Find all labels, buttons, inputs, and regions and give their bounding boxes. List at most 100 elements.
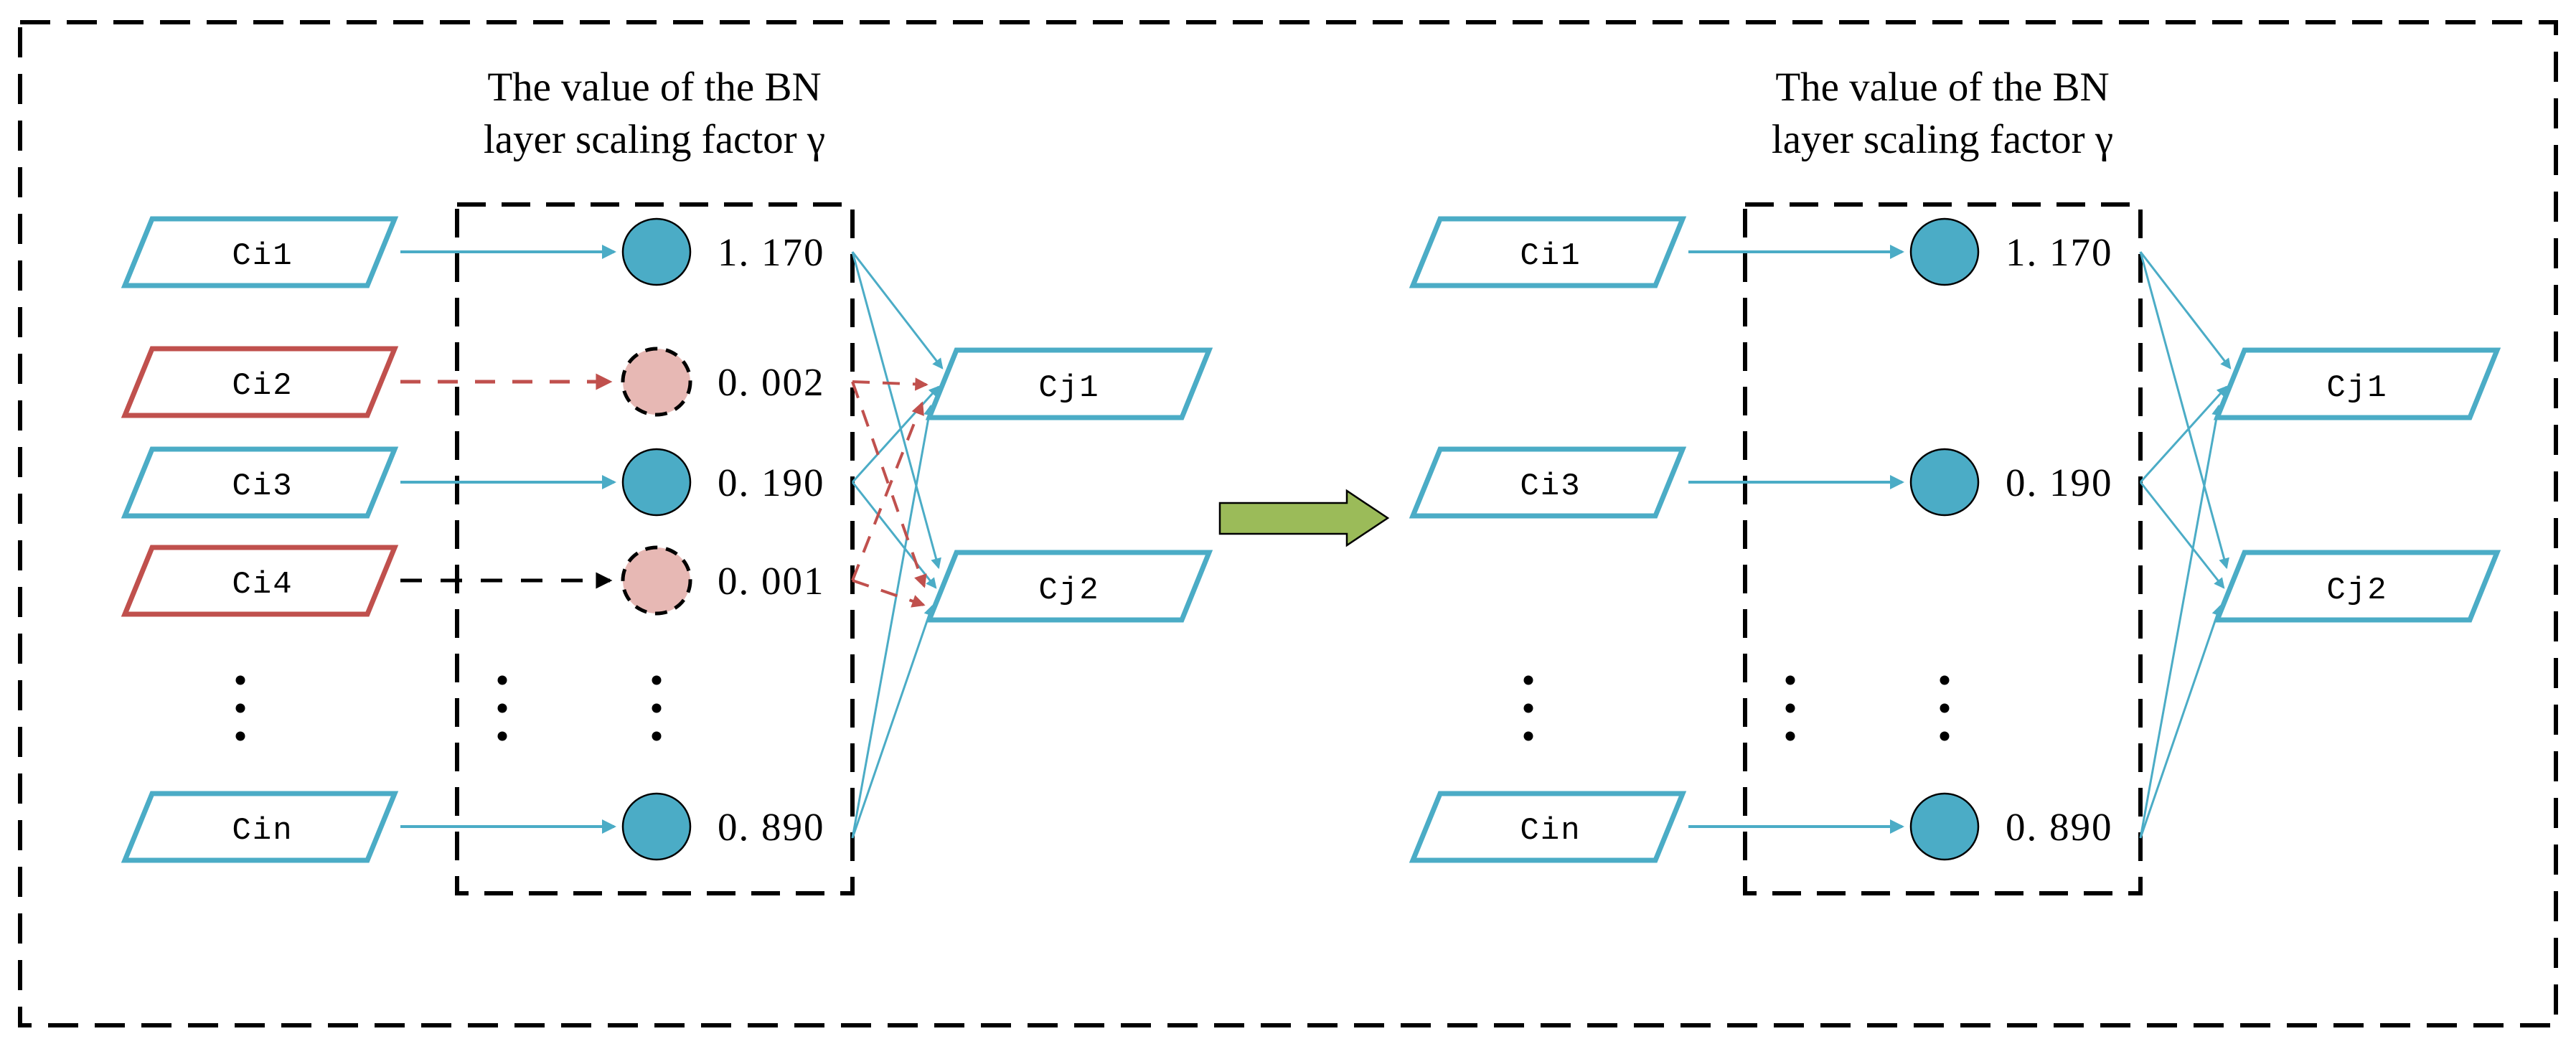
channel-label: Ci2	[232, 368, 293, 404]
neuron-to-output-line	[851, 251, 944, 370]
bn-title-line2: layer scaling factor γ	[1772, 117, 2113, 162]
neuron-to-output-line	[851, 481, 937, 589]
ellipsis-dot	[1523, 703, 1533, 713]
channel-label: Ci3	[1520, 469, 1581, 504]
neuron-circle	[621, 792, 692, 861]
channel-parallelogram	[1409, 446, 1687, 519]
neuron-to-output-line	[2139, 251, 2229, 570]
channel-parallelogram	[121, 545, 399, 617]
neuron-to-output-line	[2139, 604, 2222, 839]
gamma-value: 0. 890	[718, 805, 825, 849]
channel-parallelogram	[121, 791, 399, 863]
ellipsis-dot	[497, 675, 507, 685]
vertical-ellipsis-arrows	[497, 675, 507, 741]
input-channel-ci1: Ci1	[121, 216, 399, 288]
channel-parallelogram	[121, 216, 399, 288]
channel-label: Ci4	[232, 567, 293, 603]
ellipsis-dot	[497, 703, 507, 713]
gamma-value: 0. 002	[718, 360, 825, 404]
ellipsis-dot	[652, 675, 662, 685]
neuron-to-output-line	[2139, 404, 2223, 839]
channel-parallelogram	[1409, 791, 1687, 863]
neuron-to-output-line	[2139, 251, 2232, 370]
bn-neuron-row5: 0. 890	[621, 792, 825, 861]
vertical-ellipsis-arrows	[1785, 675, 1795, 741]
neuron-circle	[621, 217, 692, 286]
pruned-neuron-to-output-line	[851, 381, 927, 588]
gamma-value: 0. 190	[2006, 461, 2113, 504]
bn-neuron-row5: 0. 890	[1909, 792, 2113, 861]
output-channel-cj2: Cj2	[925, 550, 1213, 623]
input-channel-cin: Cin	[121, 791, 399, 863]
vertical-ellipsis-channels	[1523, 675, 1533, 741]
ellipsis-dot	[1940, 703, 1950, 713]
channel-parallelogram	[2213, 347, 2501, 420]
pruned-neuron-to-output-line	[852, 377, 929, 391]
channel-parallelogram	[1409, 216, 1687, 288]
ellipsis-dot	[1785, 731, 1795, 741]
channel-label: Cj1	[1038, 370, 1099, 406]
channel-label: Cj1	[2326, 370, 2387, 406]
right-panel: The value of the BN layer scaling factor…	[1409, 65, 2501, 895]
bn-factor-box	[455, 202, 855, 895]
bn-factor-box	[1743, 202, 2143, 895]
pruned-neuron-circle	[621, 347, 692, 417]
neuron-to-output-line	[851, 385, 940, 484]
prune-transform-arrow	[1218, 489, 1390, 547]
ellipsis-dot	[1940, 675, 1950, 685]
ellipsis-dot	[652, 703, 662, 713]
bn-title-line2: layer scaling factor γ	[484, 117, 825, 162]
pruned-neuron-circle	[621, 545, 692, 616]
ellipsis-dot	[235, 703, 245, 713]
input-channel-cin: Cin	[1409, 791, 1687, 863]
gamma-value: 1. 170	[718, 230, 825, 274]
outer-dashed-border	[18, 20, 2558, 1027]
vertical-ellipsis-channels	[235, 675, 245, 741]
ellipsis-dot	[235, 731, 245, 741]
bn-neuron-row1: 1. 170	[621, 217, 825, 286]
neuron-circle	[621, 448, 692, 517]
pruned-neuron-to-output-line	[851, 401, 924, 581]
output-channel-cj1: Cj1	[2213, 347, 2501, 420]
neuron-circle	[1909, 217, 1980, 286]
bn-title-line1: The value of the BN	[487, 65, 821, 110]
left-panel: The value of the BN layer scaling factor…	[121, 65, 1213, 895]
channel-parallelogram	[2213, 550, 2501, 623]
bn-neuron-row1: 1. 170	[1909, 217, 2112, 286]
channel-label: Cin	[1520, 813, 1581, 849]
neuron-to-output-line	[851, 251, 941, 570]
bn-neuron-row4: 0. 001	[621, 545, 825, 616]
channel-label: Cj2	[1038, 573, 1099, 608]
channel-label: Ci1	[1520, 238, 1581, 274]
bn-neuron-row2: 0. 002	[621, 347, 825, 417]
ellipsis-dot	[1940, 731, 1950, 741]
bn-neuron-row3: 0. 190	[1909, 448, 2113, 517]
channel-label: Ci1	[232, 238, 293, 274]
input-channel-ci3: Ci3	[121, 446, 399, 519]
channel-parallelogram	[121, 446, 399, 519]
bn-neuron-row3: 0. 190	[621, 448, 824, 517]
output-channel-cj1: Cj1	[925, 347, 1213, 420]
input-channel-ci2: Ci2	[121, 346, 399, 418]
pruned-neuron-to-output-line	[852, 579, 926, 608]
ellipsis-dot	[235, 675, 245, 685]
ellipsis-dot	[1523, 675, 1533, 685]
channel-label: Cin	[232, 813, 293, 849]
gamma-value: 0. 890	[2006, 805, 2113, 849]
input-channel-ci4: Ci4	[121, 545, 399, 617]
ellipsis-dot	[1785, 675, 1795, 685]
gamma-value: 0. 001	[718, 559, 825, 603]
output-channel-cj2: Cj2	[2213, 550, 2501, 623]
vertical-ellipsis-neurons	[1940, 675, 1950, 741]
neuron-to-output-line	[851, 404, 935, 839]
neuron-to-output-line	[2139, 385, 2228, 484]
neuron-circle	[1909, 792, 1980, 861]
channel-parallelogram	[925, 347, 1213, 420]
bn-title-line1: The value of the BN	[1775, 65, 2109, 110]
channel-parallelogram	[925, 550, 1213, 623]
channel-label: Ci3	[232, 469, 293, 504]
input-channel-ci1: Ci1	[1409, 216, 1687, 288]
neuron-to-output-line	[2139, 481, 2225, 589]
channel-label: Cj2	[2326, 573, 2387, 608]
